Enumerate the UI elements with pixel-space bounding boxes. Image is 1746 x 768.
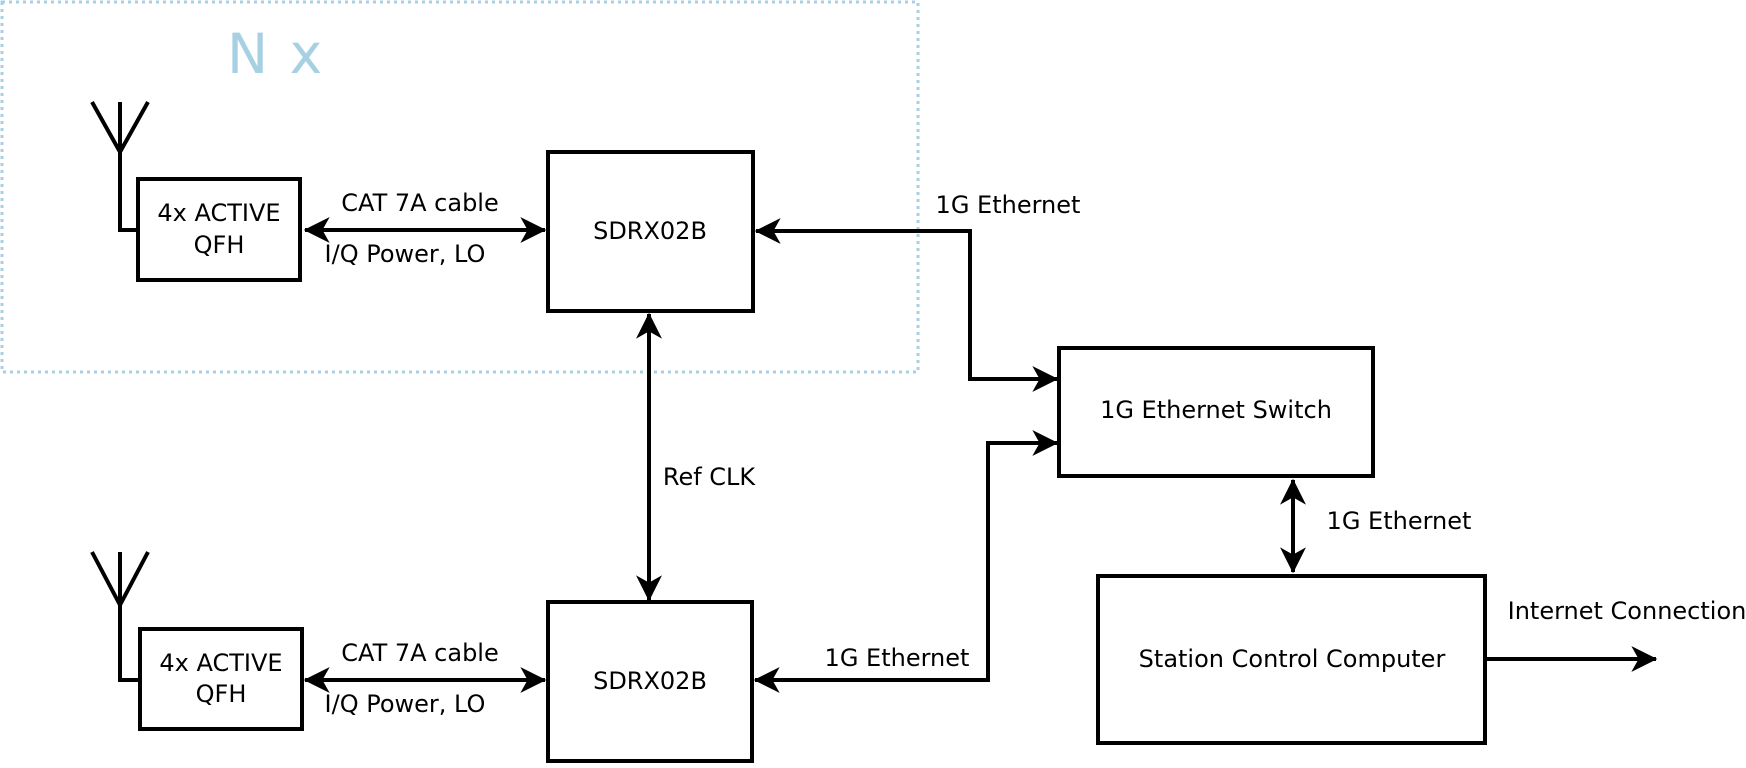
ethernet-switch-pc-label: 1G Ethernet bbox=[1327, 507, 1472, 535]
sdrx02b-bottom-label: SDRX02B bbox=[593, 667, 707, 695]
qfh-top-label-line1: 4x ACTIVE bbox=[157, 199, 280, 227]
ethernet-bottom-arrow bbox=[753, 430, 1059, 693]
qfh-top-label-line2: QFH bbox=[194, 231, 245, 259]
ethernet-switch-box bbox=[1057, 346, 1375, 478]
ethernet-switch-label: 1G Ethernet Switch bbox=[1100, 396, 1332, 424]
ethernet-bottom-label: 1G Ethernet bbox=[825, 644, 970, 672]
ref-clk-label: Ref CLK bbox=[663, 463, 757, 491]
station-computer-label: Station Control Computer bbox=[1139, 645, 1446, 673]
qfh-top-box bbox=[136, 177, 302, 282]
replication-region-border bbox=[0, 0, 920, 374]
station-computer-box bbox=[1096, 574, 1487, 745]
iq-power-bottom-label: I/Q Power, LO bbox=[325, 690, 486, 718]
internet-connection-label: Internet Connection bbox=[1508, 597, 1746, 625]
iq-power-top-label: I/Q Power, LO bbox=[325, 240, 486, 268]
antenna-bottom-icon bbox=[90, 551, 150, 682]
cat7a-bottom-label: CAT 7A cable bbox=[341, 639, 499, 667]
cat7a-top-label: CAT 7A cable bbox=[341, 189, 499, 217]
sdrx02b-bottom-box bbox=[546, 600, 754, 763]
sdrx02b-top-box bbox=[546, 150, 755, 313]
antenna-top-icon bbox=[90, 101, 150, 232]
qfh-bottom-box bbox=[138, 627, 304, 731]
replication-count-label: N x bbox=[227, 22, 324, 86]
sdrx02b-top-label: SDRX02B bbox=[593, 217, 707, 245]
ethernet-top-label: 1G Ethernet bbox=[936, 191, 1081, 219]
qfh-bottom-label-line2: QFH bbox=[196, 680, 247, 708]
ethernet-top-arrow bbox=[754, 218, 1059, 392]
qfh-bottom-label-line1: 4x ACTIVE bbox=[159, 649, 282, 677]
